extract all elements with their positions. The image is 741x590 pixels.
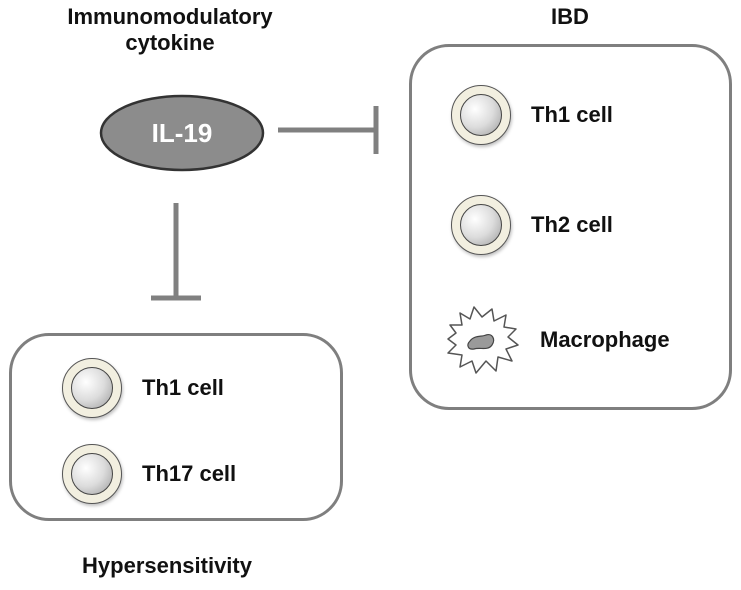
inhibition-arrow-ibd xyxy=(278,106,379,154)
hypersensitivity-title: Hypersensitivity xyxy=(82,553,252,578)
ibd-cell-row-macrophage: Macrophage xyxy=(442,303,670,377)
ibd-box: Th1 cell Th2 cell Macrophage xyxy=(409,44,732,410)
th17-cell-icon xyxy=(62,444,122,504)
cytokine-title-line-2: cytokine xyxy=(125,30,215,56)
hyper-cell-label-th17: Th17 cell xyxy=(142,461,237,486)
cytokine-title-line-1: Immunomodulatory xyxy=(67,4,273,29)
nucleus-icon xyxy=(71,367,113,409)
th1-cell-icon xyxy=(451,85,511,145)
il19-ellipse xyxy=(99,94,265,172)
hypersensitivity-box: Th1 cell Th17 cell xyxy=(9,333,343,521)
cytokine-title: Immunomodulatory cytokine xyxy=(0,4,340,57)
hyper-cell-label-th1: Th1 cell xyxy=(142,375,224,400)
nucleus-icon xyxy=(460,94,502,136)
hyper-cell-row-th1: Th1 cell xyxy=(62,358,224,418)
il19-label: IL-19 xyxy=(151,117,213,148)
inhibition-arrow-hypersensitivity xyxy=(151,203,201,301)
ibd-cell-row-th1: Th1 cell xyxy=(451,85,613,145)
ibd-title: IBD xyxy=(551,4,589,29)
macrophage-icon xyxy=(447,306,519,374)
ibd-cell-row-th2: Th2 cell xyxy=(451,195,613,255)
ibd-cell-label-macrophage: Macrophage xyxy=(540,327,670,352)
nucleus-icon xyxy=(460,204,502,246)
th1-cell-icon xyxy=(62,358,122,418)
ibd-cell-label-th1: Th1 cell xyxy=(531,102,613,127)
th2-cell-icon xyxy=(451,195,511,255)
nucleus-icon xyxy=(71,453,113,495)
hyper-cell-row-th17: Th17 cell xyxy=(62,444,236,504)
ibd-cell-label-th2: Th2 cell xyxy=(531,212,613,237)
